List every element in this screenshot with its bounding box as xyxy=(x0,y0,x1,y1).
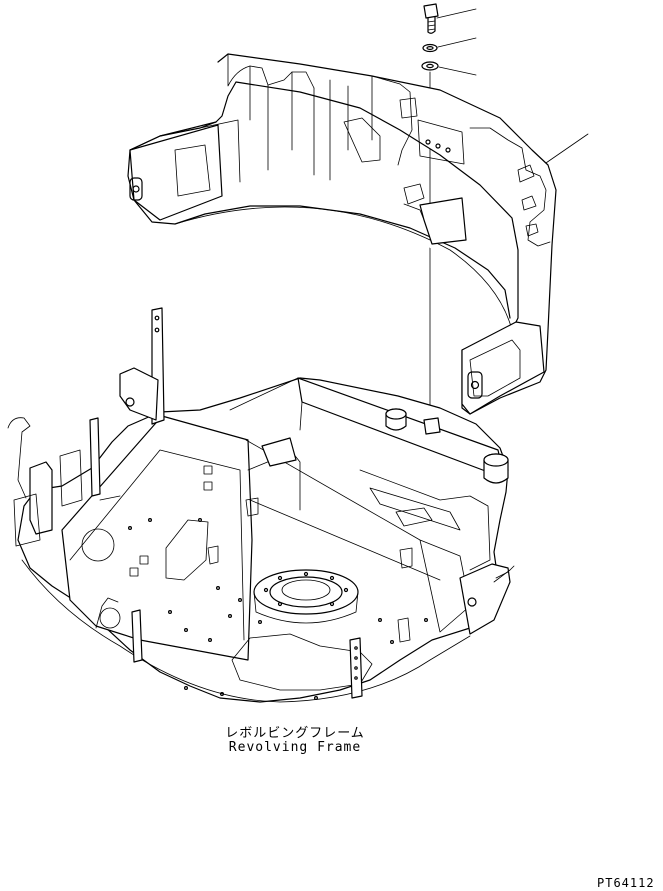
drawing-code: PT64112 xyxy=(597,876,655,890)
mount-cylinder xyxy=(385,408,407,431)
callout-leaders xyxy=(436,8,589,166)
part-label-english: Revolving Frame xyxy=(228,740,362,755)
spring-washer-icon xyxy=(422,43,438,53)
counterweight-icon xyxy=(127,53,557,415)
part-label-japanese: レボルビングフレーム xyxy=(225,726,365,741)
bolt-icon xyxy=(423,3,439,34)
washer-icon xyxy=(421,61,439,71)
mount-cylinder xyxy=(483,453,509,484)
revolving-frame-icon xyxy=(7,307,515,703)
